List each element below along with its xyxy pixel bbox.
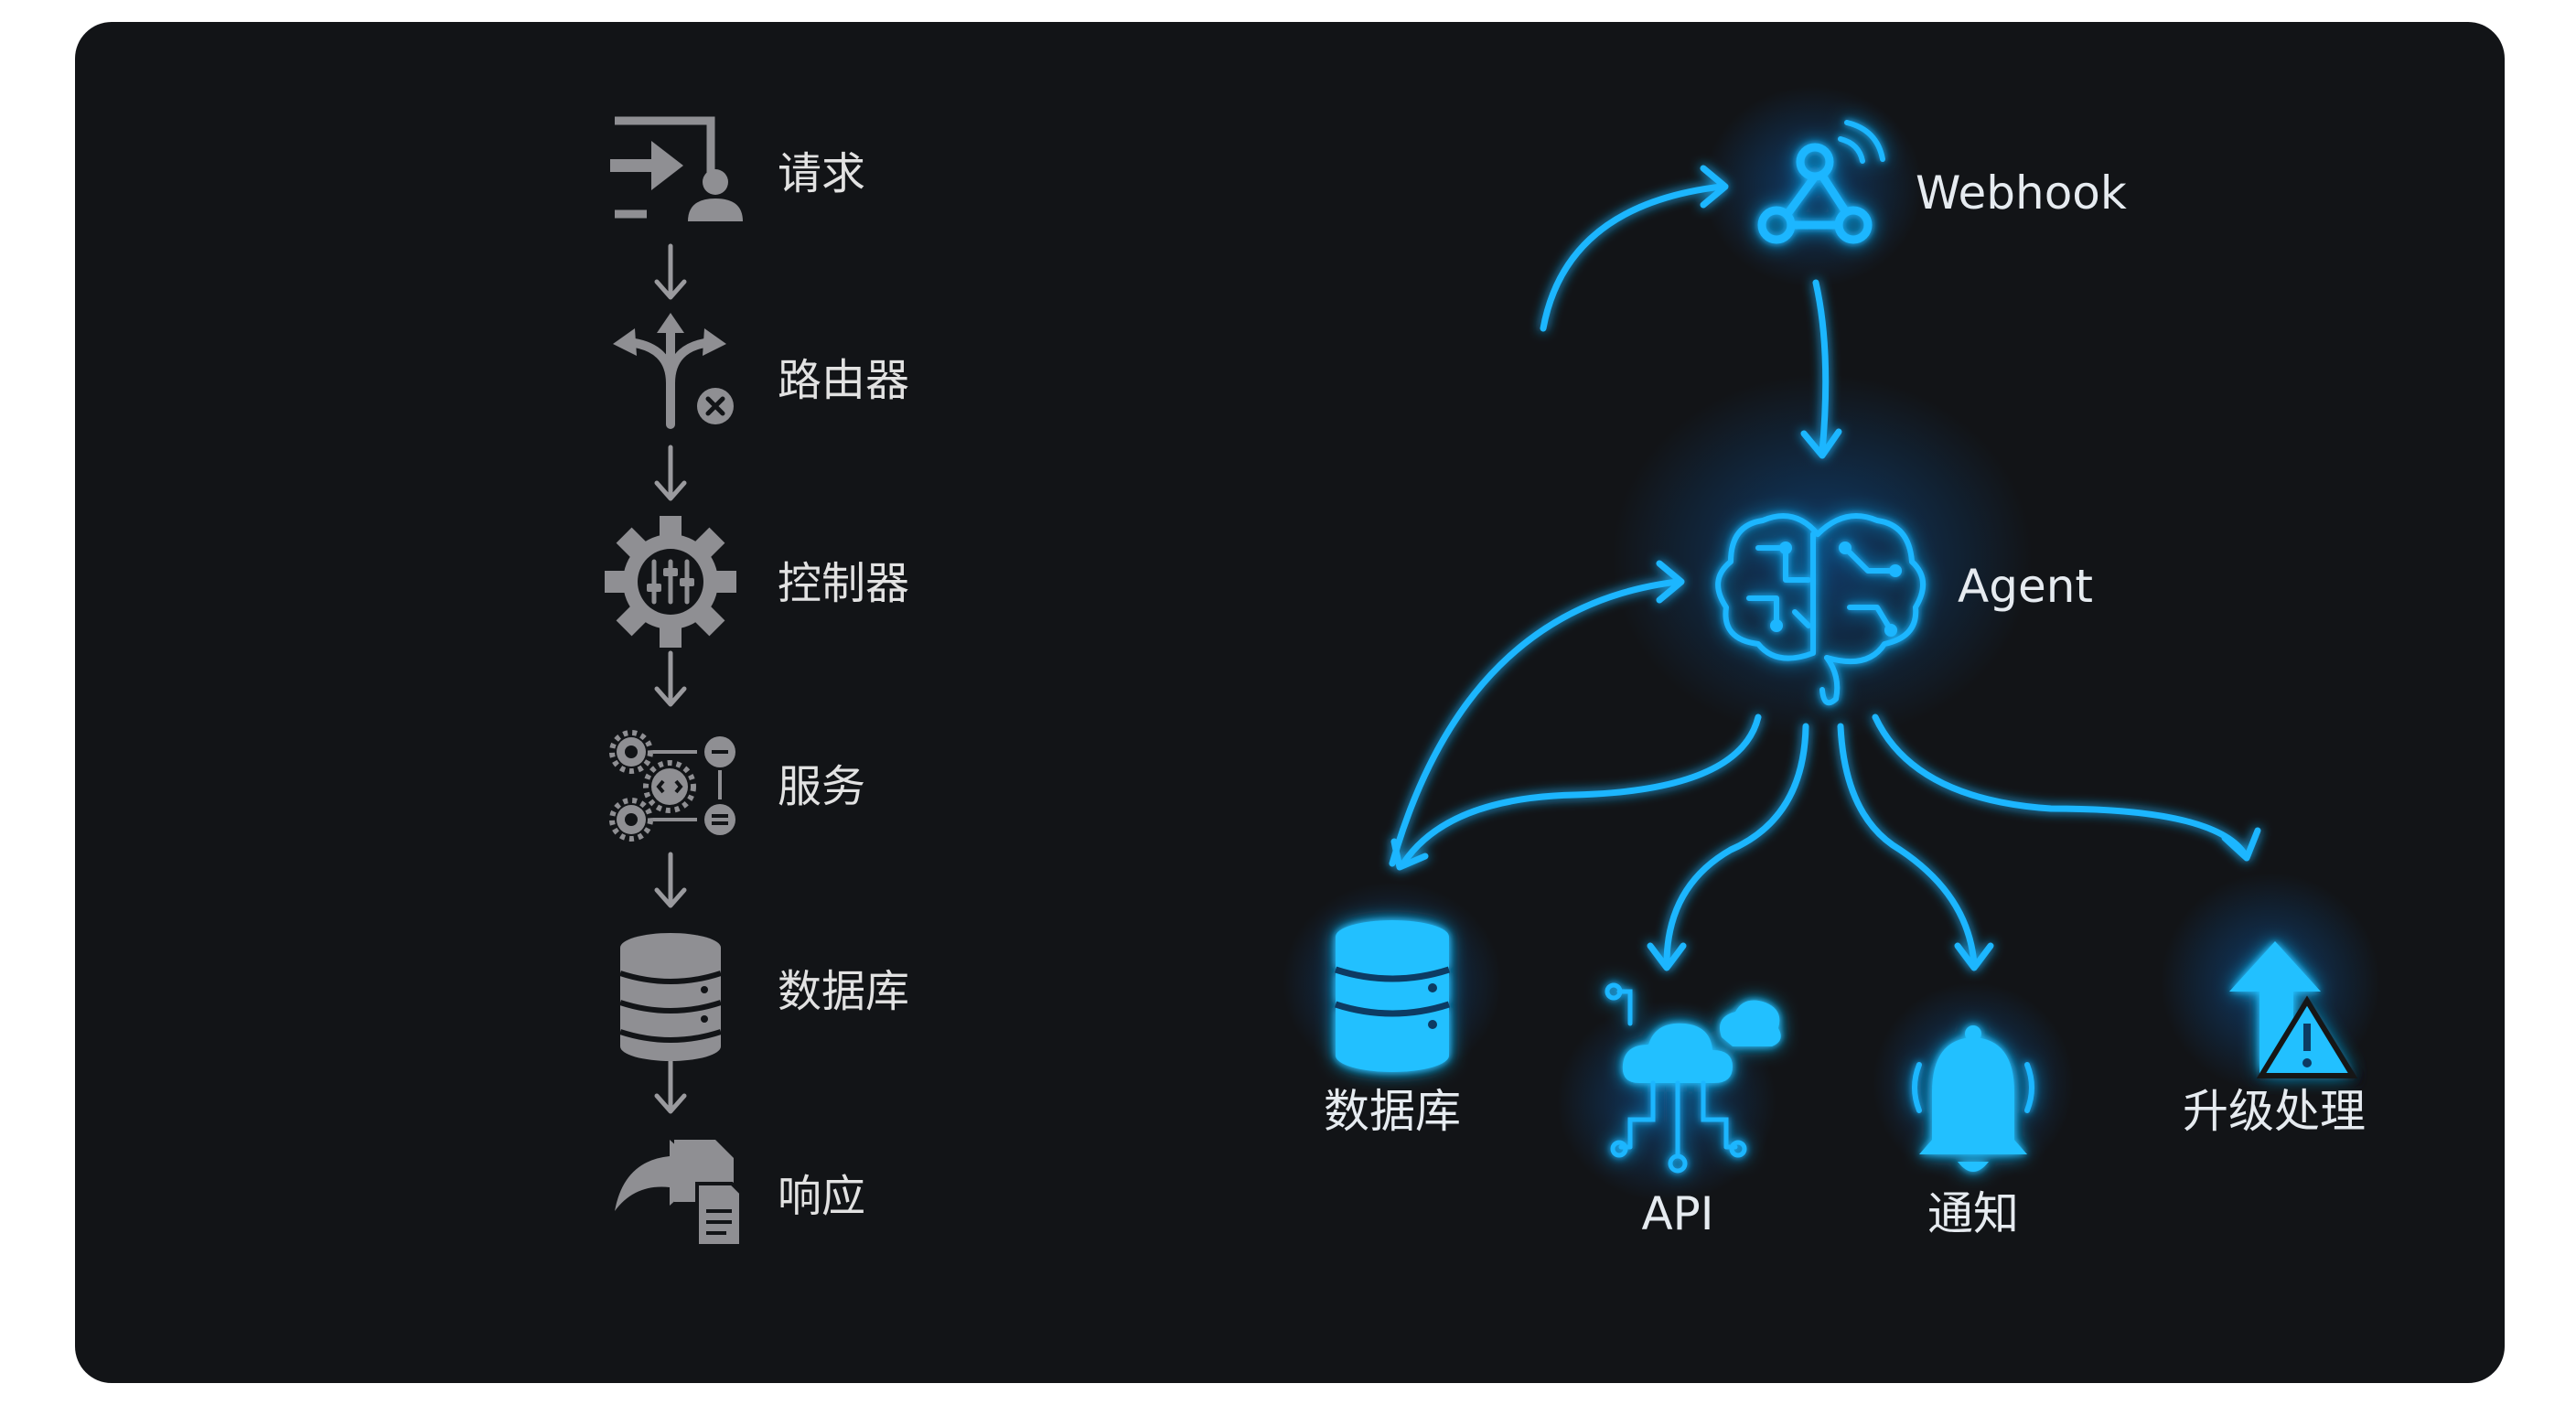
output-label-api: API	[1641, 1187, 1714, 1240]
step-label-database: 数据库	[778, 966, 910, 1017]
router-fork-icon	[613, 313, 734, 429]
connector-arrow-4	[654, 852, 687, 908]
agent-to-database-arrow	[1390, 713, 1762, 871]
diagram-canvas	[605, 86, 2380, 1248]
gear-sliders-icon	[605, 516, 736, 648]
output-label-database: 数据库	[1324, 1085, 1461, 1138]
cloud-api-icon	[1605, 982, 1781, 1174]
agent-label: Agent	[1958, 560, 2093, 613]
output-label-escalation: 升级处理	[2183, 1085, 2366, 1138]
brain-circuit-icon	[1715, 513, 1926, 706]
service-gears-icon	[609, 730, 735, 842]
output-label-notification: 通知	[1927, 1187, 2019, 1240]
webhook-to-agent-arrow	[1800, 279, 1842, 459]
neon-database-icon	[1334, 920, 1451, 1072]
incoming-to-webhook-arrow	[1540, 165, 1729, 332]
diagram-panel: 请求 路由器 控制器 服务 数据库 响应 Webhook Agent 数据库 A…	[75, 22, 2505, 1383]
escalation-icon	[2229, 941, 2358, 1078]
agent-to-api-arrow	[1647, 723, 1809, 971]
bell-icon	[1912, 1025, 2034, 1172]
step-label-router: 路由器	[778, 355, 910, 406]
agent-to-escalation-arrow	[1872, 713, 2261, 862]
step-label-response: 响应	[778, 1171, 866, 1222]
left-flow-connectors	[654, 243, 687, 1114]
step-label-request: 请求	[778, 148, 866, 199]
neon-connectors	[1389, 165, 2261, 971]
database-to-agent-arrow	[1389, 560, 1685, 867]
agent-to-notification-arrow	[1837, 723, 1994, 971]
enter-user-icon	[610, 116, 743, 221]
reply-document-icon	[615, 1140, 743, 1248]
connector-arrow-2	[654, 445, 687, 501]
webhook-label: Webhook	[1916, 166, 2127, 220]
database-icon	[619, 933, 722, 1061]
step-label-controller: 控制器	[778, 558, 910, 609]
connector-arrow-5	[654, 1057, 687, 1114]
connector-arrow-3	[654, 650, 687, 707]
connector-arrow-1	[654, 243, 687, 300]
step-label-service: 服务	[778, 761, 866, 812]
webhook-icon	[1757, 120, 1885, 244]
